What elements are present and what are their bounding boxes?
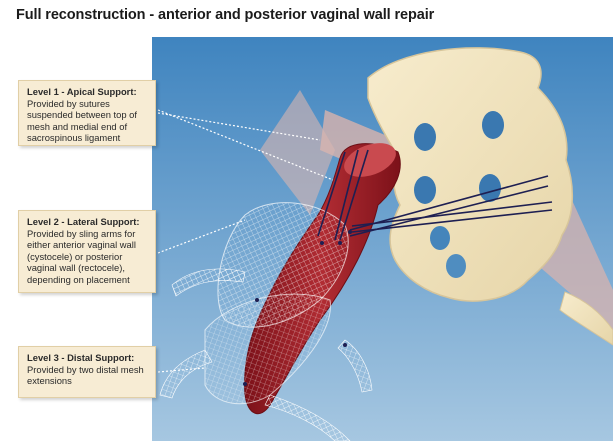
callout-level-2: Level 2 - Lateral Support: Provided by s… xyxy=(18,210,156,293)
sacral-foramen xyxy=(430,226,450,250)
callout-level-2-heading: Level 2 - Lateral Support: xyxy=(27,216,149,228)
callout-level-2-body: Provided by sling arms for either anteri… xyxy=(27,228,149,286)
sacral-foramen xyxy=(414,123,436,151)
sacral-foramen xyxy=(414,176,436,204)
sacral-foramen xyxy=(479,174,501,202)
callout-level-3-body: Provided by two distal mesh extensions xyxy=(27,364,149,387)
callout-level-1-heading: Level 1 - Apical Support: xyxy=(27,86,149,98)
callout-level-3: Level 3 - Distal Support: Provided by tw… xyxy=(18,346,156,398)
callout-level-1: Level 1 - Apical Support: Provided by su… xyxy=(18,80,156,146)
callout-level-3-heading: Level 3 - Distal Support: xyxy=(27,352,149,364)
sacral-foramen xyxy=(446,254,466,278)
sacral-foramen xyxy=(482,111,504,139)
callout-level-1-body: Provided by sutures suspended between to… xyxy=(27,98,149,144)
